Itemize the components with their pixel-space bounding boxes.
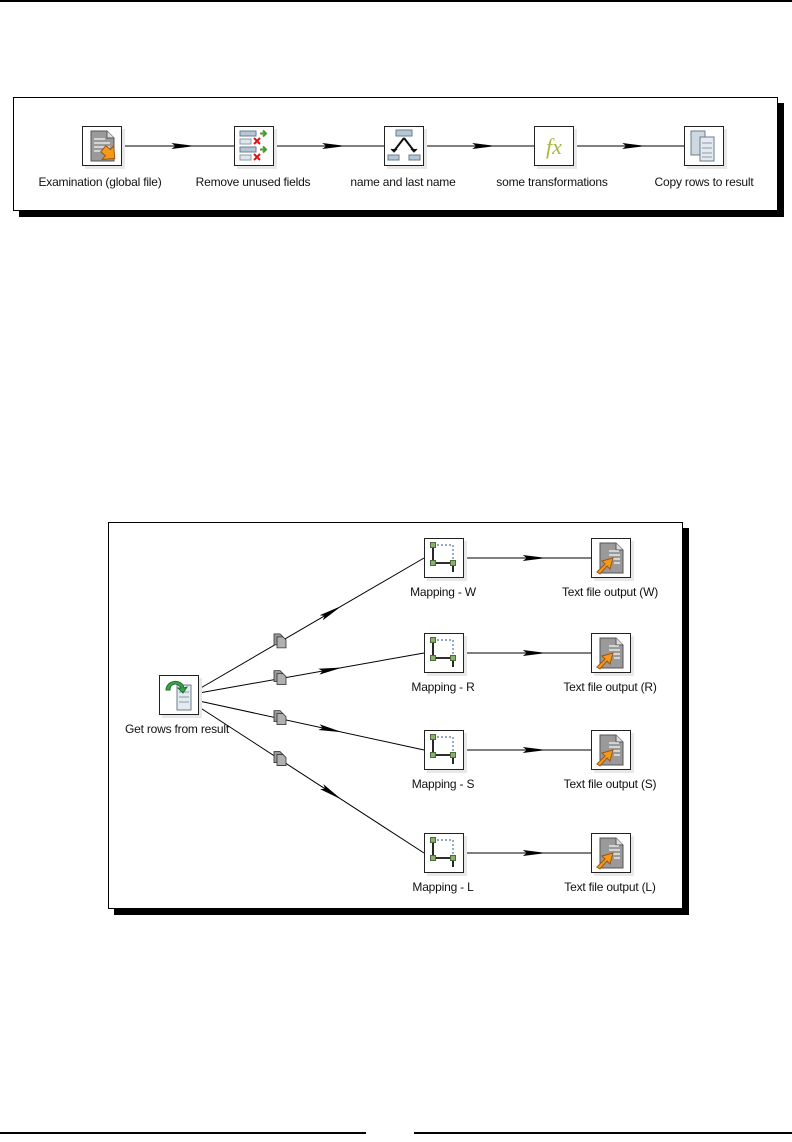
copy-rows-icon: [684, 126, 724, 166]
step-label: name and last name: [350, 175, 456, 189]
step-label: Text file output (L): [564, 880, 656, 894]
copy-rows-hop-icon: [273, 751, 287, 766]
hop-arrow-icon: [522, 650, 547, 656]
step-label: Mapping - S: [411, 777, 475, 791]
mapping-icon: [424, 833, 464, 873]
hop-arrow-icon: [522, 555, 547, 561]
copy-rows-hop-icon: [273, 633, 287, 649]
transformation-canvas-2: Get rows from result Mapping - W Mapping…: [108, 522, 683, 909]
get-rows-from-result-icon: [159, 675, 199, 715]
hop-arrow-icon: [322, 143, 347, 149]
hop-arrow-icon: [622, 143, 647, 149]
hops-layer-1: [122, 143, 684, 149]
step-label: some transformations: [496, 175, 608, 189]
svg-text:fx: fx: [546, 134, 562, 159]
hop-arrow-icon: [522, 747, 547, 753]
hop-source-to-mr[interactable]: [198, 652, 425, 694]
text-file-output-icon: [591, 833, 631, 873]
text-file-input-icon: [82, 126, 122, 166]
step-label: Text file output (S): [563, 777, 657, 791]
step-label: Examination (global file): [38, 175, 162, 189]
step-label: Mapping - L: [412, 880, 474, 894]
hop-source-to-ms[interactable]: [198, 700, 425, 751]
text-file-output-icon: [591, 633, 631, 673]
step-label: Text file output (R): [563, 680, 657, 694]
transformation-canvas-1: Examination (global file) Remove unused …: [13, 97, 778, 211]
text-file-output-icon: [591, 538, 631, 578]
step-label: Mapping - R: [411, 680, 475, 694]
hop-arrow-icon: [472, 143, 497, 149]
select-values-icon: [234, 126, 274, 166]
mapping-icon: [424, 730, 464, 770]
step-label: Remove unused fields: [195, 175, 311, 189]
hop-arrow-icon: [318, 667, 343, 675]
hop-arrow-icon: [320, 784, 342, 800]
page-bottom-rule-left: [0, 1132, 366, 1134]
step-label: Copy rows to result: [654, 175, 754, 189]
step-label: Get rows from result: [124, 722, 230, 736]
hops-layer-2: [198, 555, 591, 856]
page-bottom-rule-right: [414, 1132, 792, 1134]
hop-arrow-icon: [318, 724, 343, 733]
hop-arrow-icon: [319, 605, 342, 621]
hop-source-to-ml[interactable]: [198, 706, 425, 854]
hop-arrow-icon: [522, 850, 547, 856]
mapping-icon: [424, 633, 464, 673]
text-file-output-icon: [591, 730, 631, 770]
hop-source-to-mw[interactable]: [198, 557, 425, 690]
page-top-rule: [0, 0, 792, 2]
copy-rows-hop-icon: [273, 710, 287, 726]
step-label: Mapping - W: [410, 585, 476, 599]
mapping-icon: [424, 538, 464, 578]
copy-rows-hop-icon: [273, 670, 287, 685]
hop-arrow-icon: [171, 143, 196, 149]
formula-fx-icon: fx: [534, 126, 574, 166]
step-label: Text file output (W): [561, 585, 659, 599]
split-fields-icon: [384, 126, 424, 166]
